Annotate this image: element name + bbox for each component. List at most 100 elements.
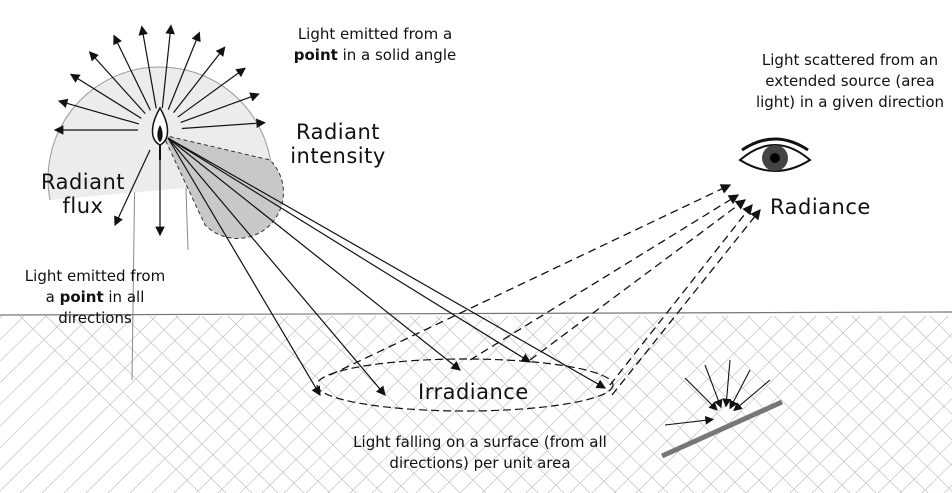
hatch-line xyxy=(643,315,825,493)
hatch-line xyxy=(435,315,617,493)
hatch-line xyxy=(799,315,952,466)
incoming-arrows xyxy=(664,359,771,426)
hatch-line xyxy=(227,315,409,493)
hatch-line xyxy=(721,315,903,493)
radial-arrow xyxy=(161,24,175,109)
label-radiant-flux: Radiant flux xyxy=(40,170,126,218)
hatch-line xyxy=(201,315,383,493)
hatch-line xyxy=(0,315,157,470)
caption-irradiance: Light falling on a surface (from all dir… xyxy=(353,433,607,472)
hatch-line xyxy=(173,315,355,493)
rays-to-eye xyxy=(329,184,761,396)
hatch-line xyxy=(327,315,509,493)
hatch-line xyxy=(409,315,591,493)
hatch-line xyxy=(123,315,305,493)
hatch-line xyxy=(331,315,513,493)
eye-icon xyxy=(738,137,812,172)
hatch-line xyxy=(279,315,461,493)
hatch-line xyxy=(0,315,91,405)
incoming-arrow xyxy=(729,369,751,410)
hatch-line xyxy=(41,315,223,493)
hatch-line xyxy=(0,315,135,449)
hatch-line xyxy=(349,315,531,493)
hatch-line xyxy=(459,315,641,493)
label-irradiance: Irradiance xyxy=(418,380,529,404)
hatch-line xyxy=(195,315,377,493)
hatch-line xyxy=(921,463,952,493)
hatch-line xyxy=(357,315,539,493)
ground-hatching xyxy=(0,311,952,493)
radial-arrow xyxy=(113,34,151,111)
rays-to-surface xyxy=(167,137,607,397)
hatch-line xyxy=(437,315,619,493)
hatch-line xyxy=(569,315,751,493)
hatch-line xyxy=(811,354,952,493)
incoming-arrow xyxy=(722,359,732,408)
hatch-line xyxy=(669,315,851,493)
hatch-line xyxy=(19,315,201,493)
caption-text: in a solid angle xyxy=(337,46,457,64)
hatch-line xyxy=(723,315,905,493)
caption-solid-angle: Light emitted from a point in a solid an… xyxy=(280,24,470,66)
radial-arrow xyxy=(57,98,140,125)
radial-arrow xyxy=(173,46,226,114)
radial-arrow xyxy=(180,92,260,124)
hatch-line xyxy=(149,315,331,493)
label-radiant-intensity: Radiant intensity xyxy=(290,120,386,168)
hatch-line xyxy=(657,315,839,493)
solid-angle-cone xyxy=(162,134,284,239)
radial-arrow xyxy=(138,25,157,109)
hatch-line xyxy=(63,315,245,493)
hatch-line xyxy=(0,315,25,341)
caption-text: Light emitted from a xyxy=(24,267,166,306)
hatch-line xyxy=(877,315,952,390)
hatch-line xyxy=(253,315,435,493)
hatch-line xyxy=(747,315,929,493)
hatch-line xyxy=(487,315,669,493)
caption-radiance: Light scattered from an extended source … xyxy=(755,51,945,111)
hatch-line xyxy=(613,315,795,493)
hatch-line xyxy=(745,315,927,493)
hatch-line xyxy=(0,315,113,427)
hatch-line xyxy=(851,315,952,415)
hatch-line xyxy=(415,315,597,493)
hatch-line xyxy=(855,398,952,493)
radial-arrow xyxy=(167,31,201,110)
hatch-line xyxy=(481,315,663,493)
hatch-line xyxy=(903,315,952,364)
incoming-arrow xyxy=(704,364,723,409)
hatch-line xyxy=(539,315,721,493)
hatch-line xyxy=(283,315,465,493)
hatch-line xyxy=(767,315,949,493)
caption-all-directions: Light emitted from a point in all direct… xyxy=(20,266,170,329)
incoming-arrow xyxy=(664,415,715,426)
hatch-line xyxy=(175,315,357,493)
hatch-line xyxy=(899,441,952,493)
hatch-line xyxy=(695,315,877,493)
hatch-line xyxy=(129,315,311,493)
radial-arrow xyxy=(177,67,246,118)
incoming-arrow xyxy=(684,377,718,411)
hatch-line xyxy=(513,315,695,493)
radial-arrow xyxy=(69,73,142,119)
candle-flame-icon xyxy=(151,106,169,160)
hatch-line xyxy=(461,315,643,493)
hatch-line xyxy=(825,315,952,441)
label-radiance: Radiance xyxy=(770,195,871,219)
hatch-line xyxy=(305,315,487,493)
hatch-line xyxy=(679,315,861,493)
hatch-line xyxy=(239,315,421,493)
hatch-line xyxy=(97,315,279,493)
caption-bold: point xyxy=(59,288,104,306)
hatch-line xyxy=(0,315,179,492)
hatch-line xyxy=(773,315,952,492)
hatch-line xyxy=(701,315,883,493)
caption-text: Light emitted from a xyxy=(297,25,453,43)
caption-text: in all directions xyxy=(58,288,145,327)
hatch-line xyxy=(617,315,799,493)
hatch-line xyxy=(591,315,773,493)
hatch-line xyxy=(525,315,707,493)
caption-bold: point xyxy=(293,46,338,64)
hatch-line xyxy=(877,419,952,493)
